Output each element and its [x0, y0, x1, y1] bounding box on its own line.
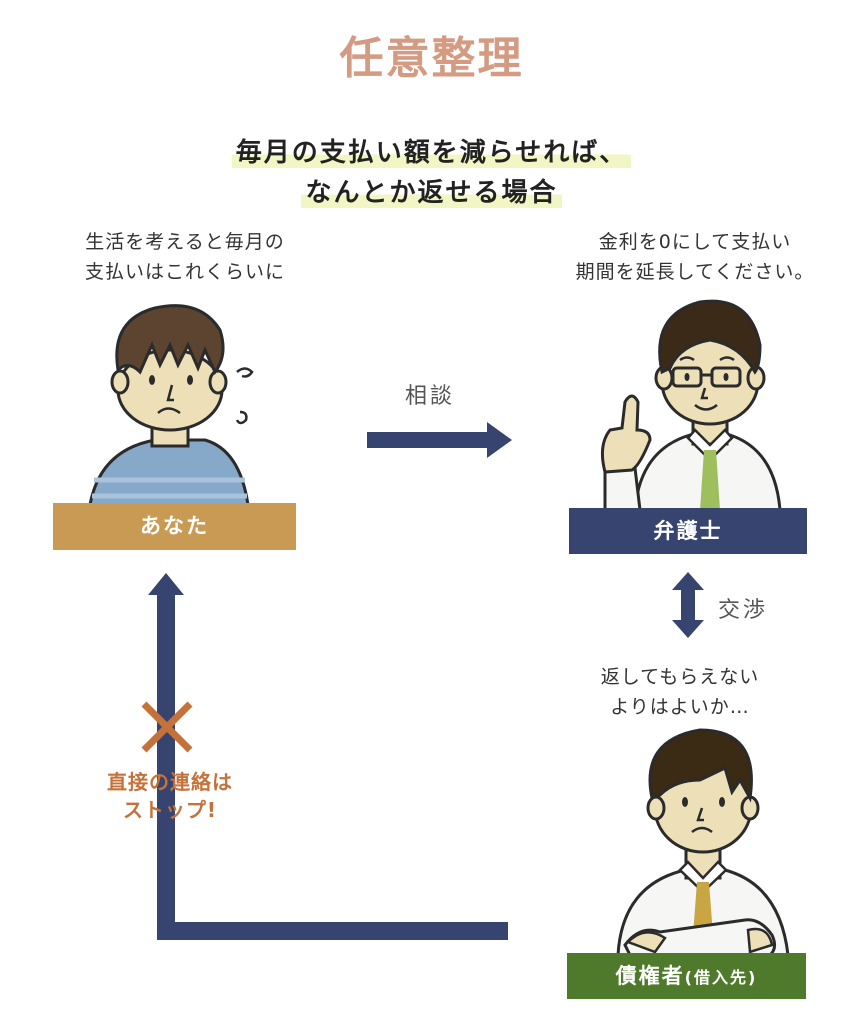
- you-character-icon: [88, 304, 254, 507]
- negotiate-label: 交渉: [718, 598, 769, 623]
- lawyer-speech-line-2: 期間を延長してください。: [575, 261, 815, 283]
- lawyer-character-icon: [600, 299, 782, 510]
- consult-arrow-icon: [367, 422, 512, 458]
- blocked-contact-arrow-icon: [148, 573, 508, 940]
- lawyer-label: 弁護士: [569, 508, 807, 554]
- subtitle-line-2: なんとか返せる場合: [301, 178, 562, 208]
- stop-cross-icon: [141, 701, 193, 753]
- stop-notice: 直接の連絡は ストップ!: [70, 768, 270, 824]
- creditor-speech: 返してもらえない よりはよいか…: [555, 662, 805, 722]
- lawyer-speech-line-1: 金利を0にして支払い: [598, 231, 792, 253]
- stop-notice-line-1: 直接の連絡は: [107, 770, 233, 794]
- subtitle: 毎月の支払い額を減らせれば、 なんとか返せる場合: [0, 133, 863, 213]
- lawyer-speech: 金利を0にして支払い 期間を延長してください。: [540, 227, 850, 287]
- you-speech-line-2: 支払いはこれくらいに: [84, 261, 285, 283]
- creditor-speech-line-1: 返してもらえない: [600, 666, 760, 688]
- creditor-speech-line-2: よりはよいか…: [610, 696, 750, 718]
- stop-notice-line-2: ストップ!: [122, 798, 218, 822]
- creditor-character-icon: [616, 728, 790, 957]
- creditor-label-main: 債権者: [615, 964, 685, 988]
- you-speech: 生活を考えると毎月の 支払いはこれくらいに: [40, 227, 330, 287]
- subtitle-line-1: 毎月の支払い額を減らせれば、: [231, 138, 632, 168]
- creditor-label-note: (借入先): [684, 968, 758, 987]
- page-title: 任意整理: [339, 33, 524, 84]
- you-label: あなた: [53, 503, 296, 550]
- negotiate-arrow-icon: [672, 572, 704, 638]
- creditor-label: 債権者(借入先): [567, 953, 806, 999]
- consult-label: 相談: [405, 384, 456, 409]
- you-speech-line-1: 生活を考えると毎月の: [85, 231, 285, 253]
